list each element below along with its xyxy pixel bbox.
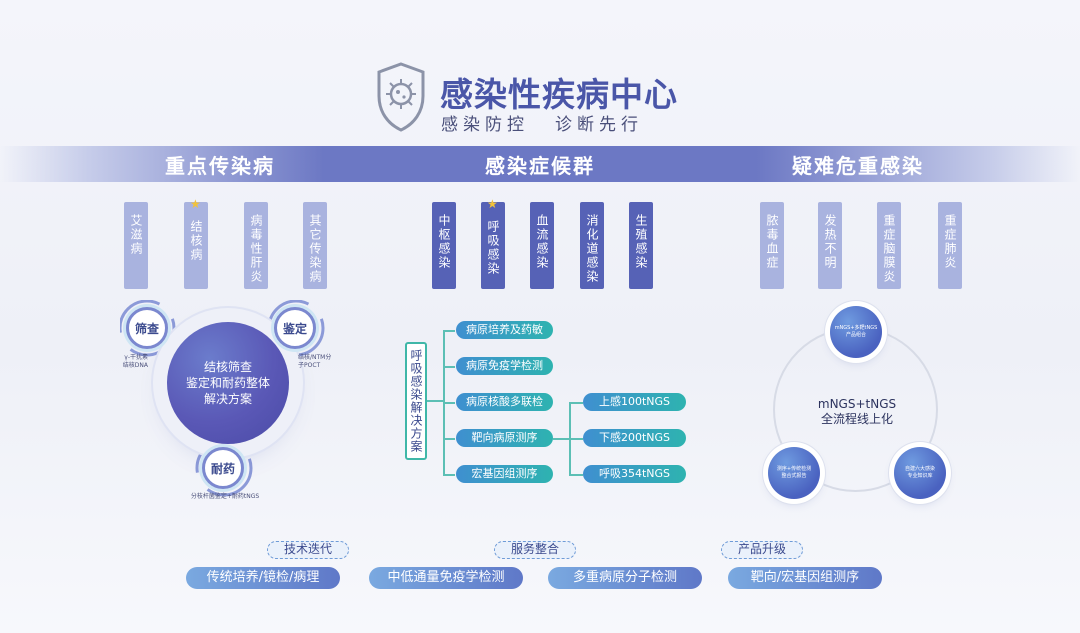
tb-center-line: 鉴定和耐药整体	[185, 376, 270, 390]
star-icon: ★	[487, 197, 498, 211]
item-multiplex-molecular: 多重病原分子检测	[548, 567, 702, 589]
connector	[443, 474, 455, 476]
tag-severe-meningitis: 重症脑膜炎	[877, 202, 901, 289]
connector	[569, 438, 583, 440]
tag-label: 中枢感染	[437, 214, 451, 270]
identify-node: 鉴定	[274, 307, 316, 349]
connector	[443, 438, 455, 440]
connector	[553, 438, 569, 440]
tag-label: 重症脑膜炎	[882, 214, 896, 284]
tag-cns-infection: 中枢感染	[432, 202, 456, 289]
section-heading-infection-syndromes: 感染症候群	[485, 154, 595, 178]
tag-label: 脓毒血症	[765, 214, 779, 270]
screen-node: 筛查	[126, 307, 168, 349]
workflow-center-line: 全流程线上化	[820, 412, 893, 426]
node-line: 测序+传统检测	[776, 466, 812, 472]
tag-label: 血流感染	[535, 214, 549, 270]
tag-label: 呼吸感染	[486, 220, 500, 276]
identify-label: 鉴定	[282, 321, 307, 336]
tag-respiratory-infection: ★ 呼吸感染	[481, 198, 505, 289]
tb-solution-circle: 结核筛查 鉴定和耐药整体 解决方案	[167, 322, 289, 444]
connector	[427, 400, 443, 402]
tag-unknown-fever: 发热不明	[818, 202, 842, 289]
tag-label: 结核病	[189, 220, 203, 262]
shield-virus-icon	[377, 62, 425, 132]
item-immunology: 中低通量免疫学检测	[369, 567, 523, 589]
group-service-integration: 服务整合	[494, 541, 576, 559]
method-immunology: 病原免疫学检测	[456, 357, 553, 375]
screen-ring	[120, 300, 176, 357]
item-targeted-metagenomic: 靶向/宏基因组测序	[728, 567, 882, 589]
section-heading-critical-infection: 疑难危重感染	[792, 154, 924, 178]
node-line: mNGS+多靶tNGS	[834, 325, 878, 331]
slogan-left: 感染防控	[441, 115, 529, 135]
screen-note-line: γ-干扰素	[124, 354, 148, 361]
group-product-upgrade: 产品升级	[721, 541, 803, 559]
panel-lower-200: 下感200tNGS	[583, 429, 686, 447]
tag-reproductive-infection: 生殖感染	[629, 202, 653, 289]
tag-bloodstream-infection: 血流感染	[530, 202, 554, 289]
tag-label: 艾滋病	[129, 214, 143, 256]
tb-center-line: 结核筛查	[203, 360, 252, 374]
node-knowledge-base: 自建六大感染专业知识库	[894, 447, 946, 499]
resist-node: 耐药	[202, 447, 244, 489]
tag-label: 消化道感染	[585, 214, 599, 284]
method-culture: 病原培养及药敏	[456, 321, 553, 339]
tag-label: 重症肺炎	[943, 214, 957, 270]
node-line: 整合式报告	[781, 473, 807, 479]
tag-label: 其它传染病	[308, 214, 322, 284]
connector	[443, 366, 455, 368]
connector	[569, 402, 583, 404]
group-tech-iteration: 技术迭代	[267, 541, 349, 559]
respiratory-solution-label: 呼吸感染解决方案	[405, 342, 427, 460]
node-line: 自建六大感染	[904, 466, 935, 472]
section-band	[0, 146, 1080, 182]
node-line: 产品组合	[845, 332, 866, 338]
resist-label: 耐药	[210, 461, 235, 476]
tag-other-infectious: 其它传染病	[303, 202, 327, 289]
method-targeted-seq: 靶向病原测序	[456, 429, 553, 447]
node-line: 专业知识库	[907, 473, 933, 479]
respiratory-solution-text: 呼吸感染解决方案	[409, 349, 423, 453]
connector	[443, 330, 455, 332]
connector	[443, 402, 455, 404]
section-heading-key-infectious: 重点传染病	[165, 154, 275, 178]
identify-ring	[267, 300, 325, 357]
tag-viral-hepatitis: 病毒性肝炎	[244, 202, 268, 289]
tag-label: 发热不明	[823, 214, 837, 270]
item-traditional-culture: 传统培养/镜检/病理	[186, 567, 340, 589]
page-title: 感染性疾病中心	[440, 75, 678, 114]
screen-label: 筛查	[134, 321, 159, 336]
slogan-right: 诊断先行	[555, 115, 643, 135]
identify-note-line: 子POCT	[298, 362, 321, 369]
connector	[569, 474, 583, 476]
node-integrated-report: 测序+传统检测整合式报告	[768, 447, 820, 499]
tag-severe-pneumonia: 重症肺炎	[938, 202, 962, 289]
star-icon: ★	[190, 197, 201, 211]
tag-label: 病毒性肝炎	[249, 214, 263, 284]
tag-label: 生殖感染	[634, 214, 648, 270]
tag-sepsis: 脓毒血症	[760, 202, 784, 289]
workflow-center-text: mNGS+tNGS 全流程线上化	[798, 397, 916, 427]
resist-note: 分枝杆菌鉴定+耐药tNGS	[190, 493, 260, 500]
screen-note-line: 结核DNA	[122, 362, 148, 369]
panel-respiratory-354: 呼吸354tNGS	[583, 465, 686, 483]
identify-note-line: 结核/NTM分	[298, 354, 332, 361]
method-nucleic-acid: 病原核酸多联检	[456, 393, 553, 411]
screen-note: γ-干扰素 结核DNA	[118, 354, 148, 370]
slogan: 感染防控 诊断先行	[441, 110, 643, 135]
tag-tuberculosis: ★ 结核病	[184, 198, 208, 289]
tag-aids: 艾滋病	[124, 202, 148, 289]
tag-digestive-infection: 消化道感染	[580, 202, 604, 289]
method-metagenomic-seq: 宏基因组测序	[456, 465, 553, 483]
workflow-center-line: mNGS+tNGS	[817, 397, 897, 411]
tb-center-line: 解决方案	[203, 392, 252, 406]
identify-note: 结核/NTM分 子POCT	[298, 354, 331, 370]
panel-upper-100: 上感100tNGS	[583, 393, 686, 411]
